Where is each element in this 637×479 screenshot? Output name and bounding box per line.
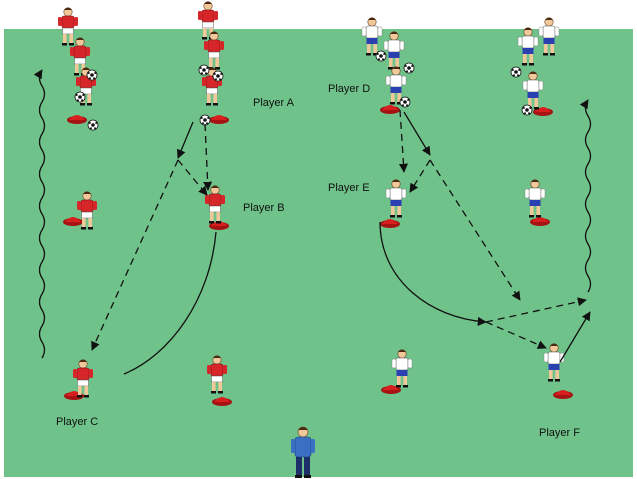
- player-b-figure: [205, 186, 225, 224]
- player-white: [525, 180, 545, 218]
- coach-icon: [291, 427, 315, 478]
- label-player-c: Player C: [56, 416, 98, 428]
- cone-icon: [380, 105, 400, 114]
- player-white: [523, 72, 543, 110]
- run-e-curve: [380, 222, 486, 322]
- pass-to-c: [92, 160, 178, 350]
- ball-icon: [199, 65, 209, 75]
- player-red: [207, 356, 227, 394]
- cone-icon: [209, 115, 229, 124]
- dribble-run-left: [40, 70, 45, 358]
- player-white: [392, 350, 412, 388]
- player-white: [539, 18, 559, 56]
- player-white: [518, 28, 538, 66]
- player-white: [362, 18, 382, 56]
- player-red: [58, 8, 78, 46]
- run-a-down: [205, 124, 208, 190]
- run-b-curve: [124, 232, 216, 374]
- dribble-run-right: [586, 100, 591, 292]
- label-player-e: Player E: [328, 182, 370, 194]
- cone-icon: [63, 217, 83, 226]
- ball-icon: [376, 51, 386, 61]
- ball-icon: [87, 70, 97, 80]
- cone-icon: [553, 390, 573, 399]
- pass-to-f-lane: [486, 300, 586, 322]
- label-player-b: Player B: [243, 202, 285, 214]
- ball-icon: [400, 97, 410, 107]
- ball-icon: [511, 67, 521, 77]
- label-player-a: Player A: [253, 97, 294, 109]
- pass-a-to-b-2: [178, 160, 207, 195]
- label-player-f: Player F: [539, 427, 580, 439]
- ball-icon: [75, 92, 85, 102]
- cone-icon: [67, 115, 87, 124]
- player-e-figure: [386, 180, 406, 218]
- cone-icon: [212, 397, 232, 406]
- run-d-diagonal: [404, 112, 430, 155]
- ball-icon: [88, 120, 98, 130]
- ball-icon: [200, 115, 210, 125]
- player-f-figure: [544, 344, 564, 382]
- pass-a-to-b-1: [178, 122, 193, 158]
- run-f-up: [560, 312, 590, 362]
- ball-icon: [522, 105, 532, 115]
- pass-long-right: [430, 160, 520, 300]
- label-player-d: Player D: [328, 83, 370, 95]
- pass-to-e: [410, 160, 430, 192]
- cone-icon: [530, 217, 550, 226]
- cone-icon: [380, 219, 400, 228]
- ball-icon: [404, 63, 414, 73]
- pass-to-f: [486, 322, 546, 348]
- pass-d-to-e-1: [400, 110, 404, 172]
- player-white: [384, 32, 404, 70]
- ball-icon: [213, 71, 223, 81]
